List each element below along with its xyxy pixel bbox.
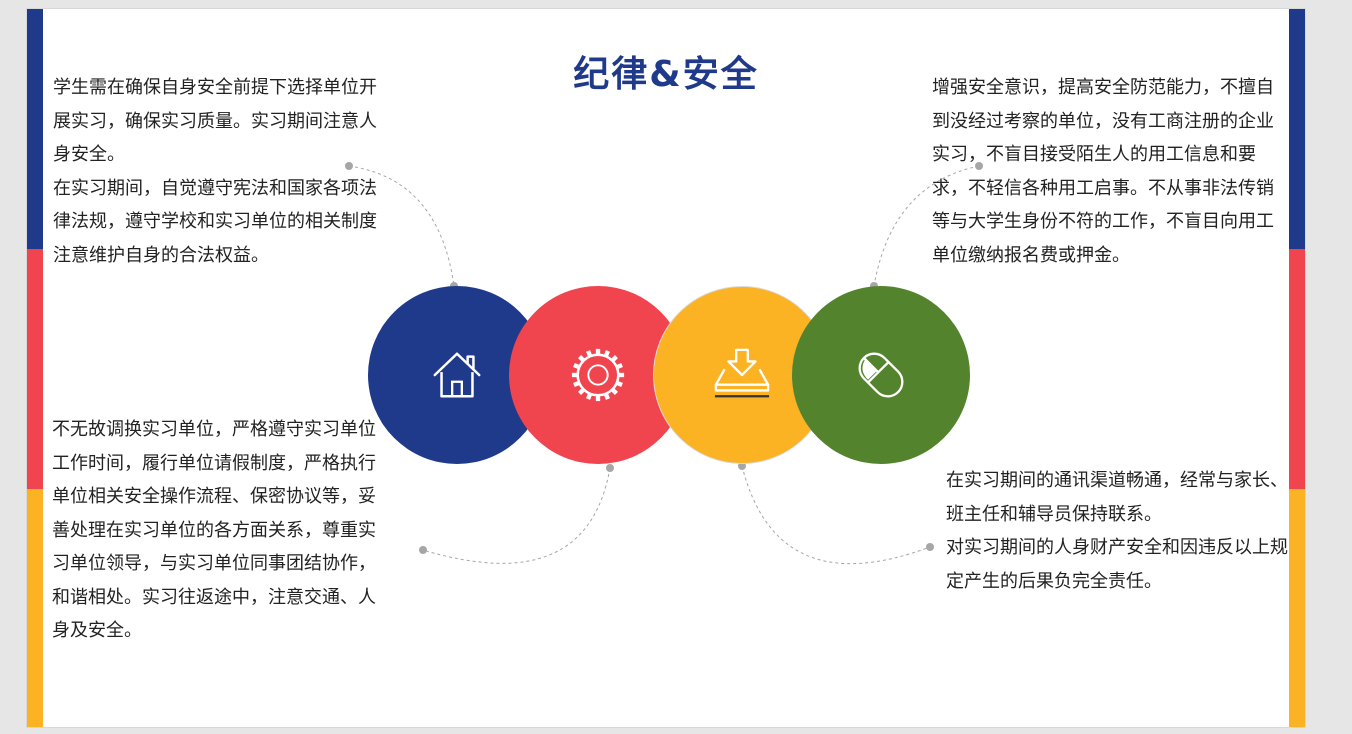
- circle-mouse: [792, 286, 970, 464]
- left-bar-blue: [27, 9, 43, 249]
- connector-dot: [606, 464, 614, 472]
- paragraph: 在实习期间，自觉遵守宪法和国家各项法律法规，遵守学校和实习单位的相关制度注意维护…: [53, 177, 377, 266]
- right-bar-yellow: [1289, 489, 1305, 727]
- connector-dot: [738, 462, 746, 470]
- mouse-icon: [858, 352, 904, 398]
- download-tray-icon: [714, 348, 770, 398]
- text-block-top-left: 学生需在确保自身安全前提下选择单位开展实习，确保实习质量。实习期间注意人身安全。…: [53, 71, 393, 272]
- connector-dot: [345, 162, 353, 170]
- gear-icon: [571, 348, 625, 402]
- slide-title: 纪律&安全: [573, 54, 759, 95]
- paragraph: 增强安全意识，提高安全防范能力，不擅自到没经过考察的单位，没有工商注册的企业实习…: [932, 77, 1274, 266]
- connector-dot: [926, 543, 934, 551]
- connector-bottom-left: [422, 467, 611, 564]
- paragraph: 在实习期间的通讯渠道畅通，经常与家长、班主任和辅导员保持联系。: [946, 470, 1288, 525]
- connector-bottom-right: [741, 465, 931, 565]
- paragraph: 对实习期间的人身财产安全和因违反以上规定产生的后果负完全责任。: [946, 537, 1288, 592]
- text-block-bottom-right: 在实习期间的通讯渠道畅通，经常与家长、班主任和辅导员保持联系。 对实习期间的人身…: [946, 464, 1288, 598]
- right-bar-blue: [1289, 9, 1305, 249]
- paragraph: 不无故调换实习单位，严格遵守实习单位工作时间，履行单位请假制度，严格执行单位相关…: [52, 419, 376, 641]
- left-bar-yellow: [27, 489, 43, 727]
- paragraph: 学生需在确保自身安全前提下选择单位开展实习，确保实习质量。实习期间注意人身安全。: [53, 77, 377, 165]
- text-block-bottom-left: 不无故调换实习单位，严格遵守实习单位工作时间，履行单位请假制度，严格执行单位相关…: [52, 413, 392, 648]
- right-bar-red: [1289, 249, 1305, 489]
- left-bar-red: [27, 249, 43, 489]
- connector-dot: [975, 162, 983, 170]
- connector-top-right: [873, 165, 980, 287]
- slide: 纪律&安全 学生需在确保自身安全前提下选择单位开展实习，确保实习质量。实习期间注…: [26, 8, 1306, 728]
- text-block-top-right: 增强安全意识，提高安全防范能力，不擅自到没经过考察的单位，没有工商注册的企业实习…: [932, 71, 1274, 272]
- connector-dot: [419, 546, 427, 554]
- house-icon: [433, 352, 481, 398]
- connector-top-left: [348, 165, 455, 287]
